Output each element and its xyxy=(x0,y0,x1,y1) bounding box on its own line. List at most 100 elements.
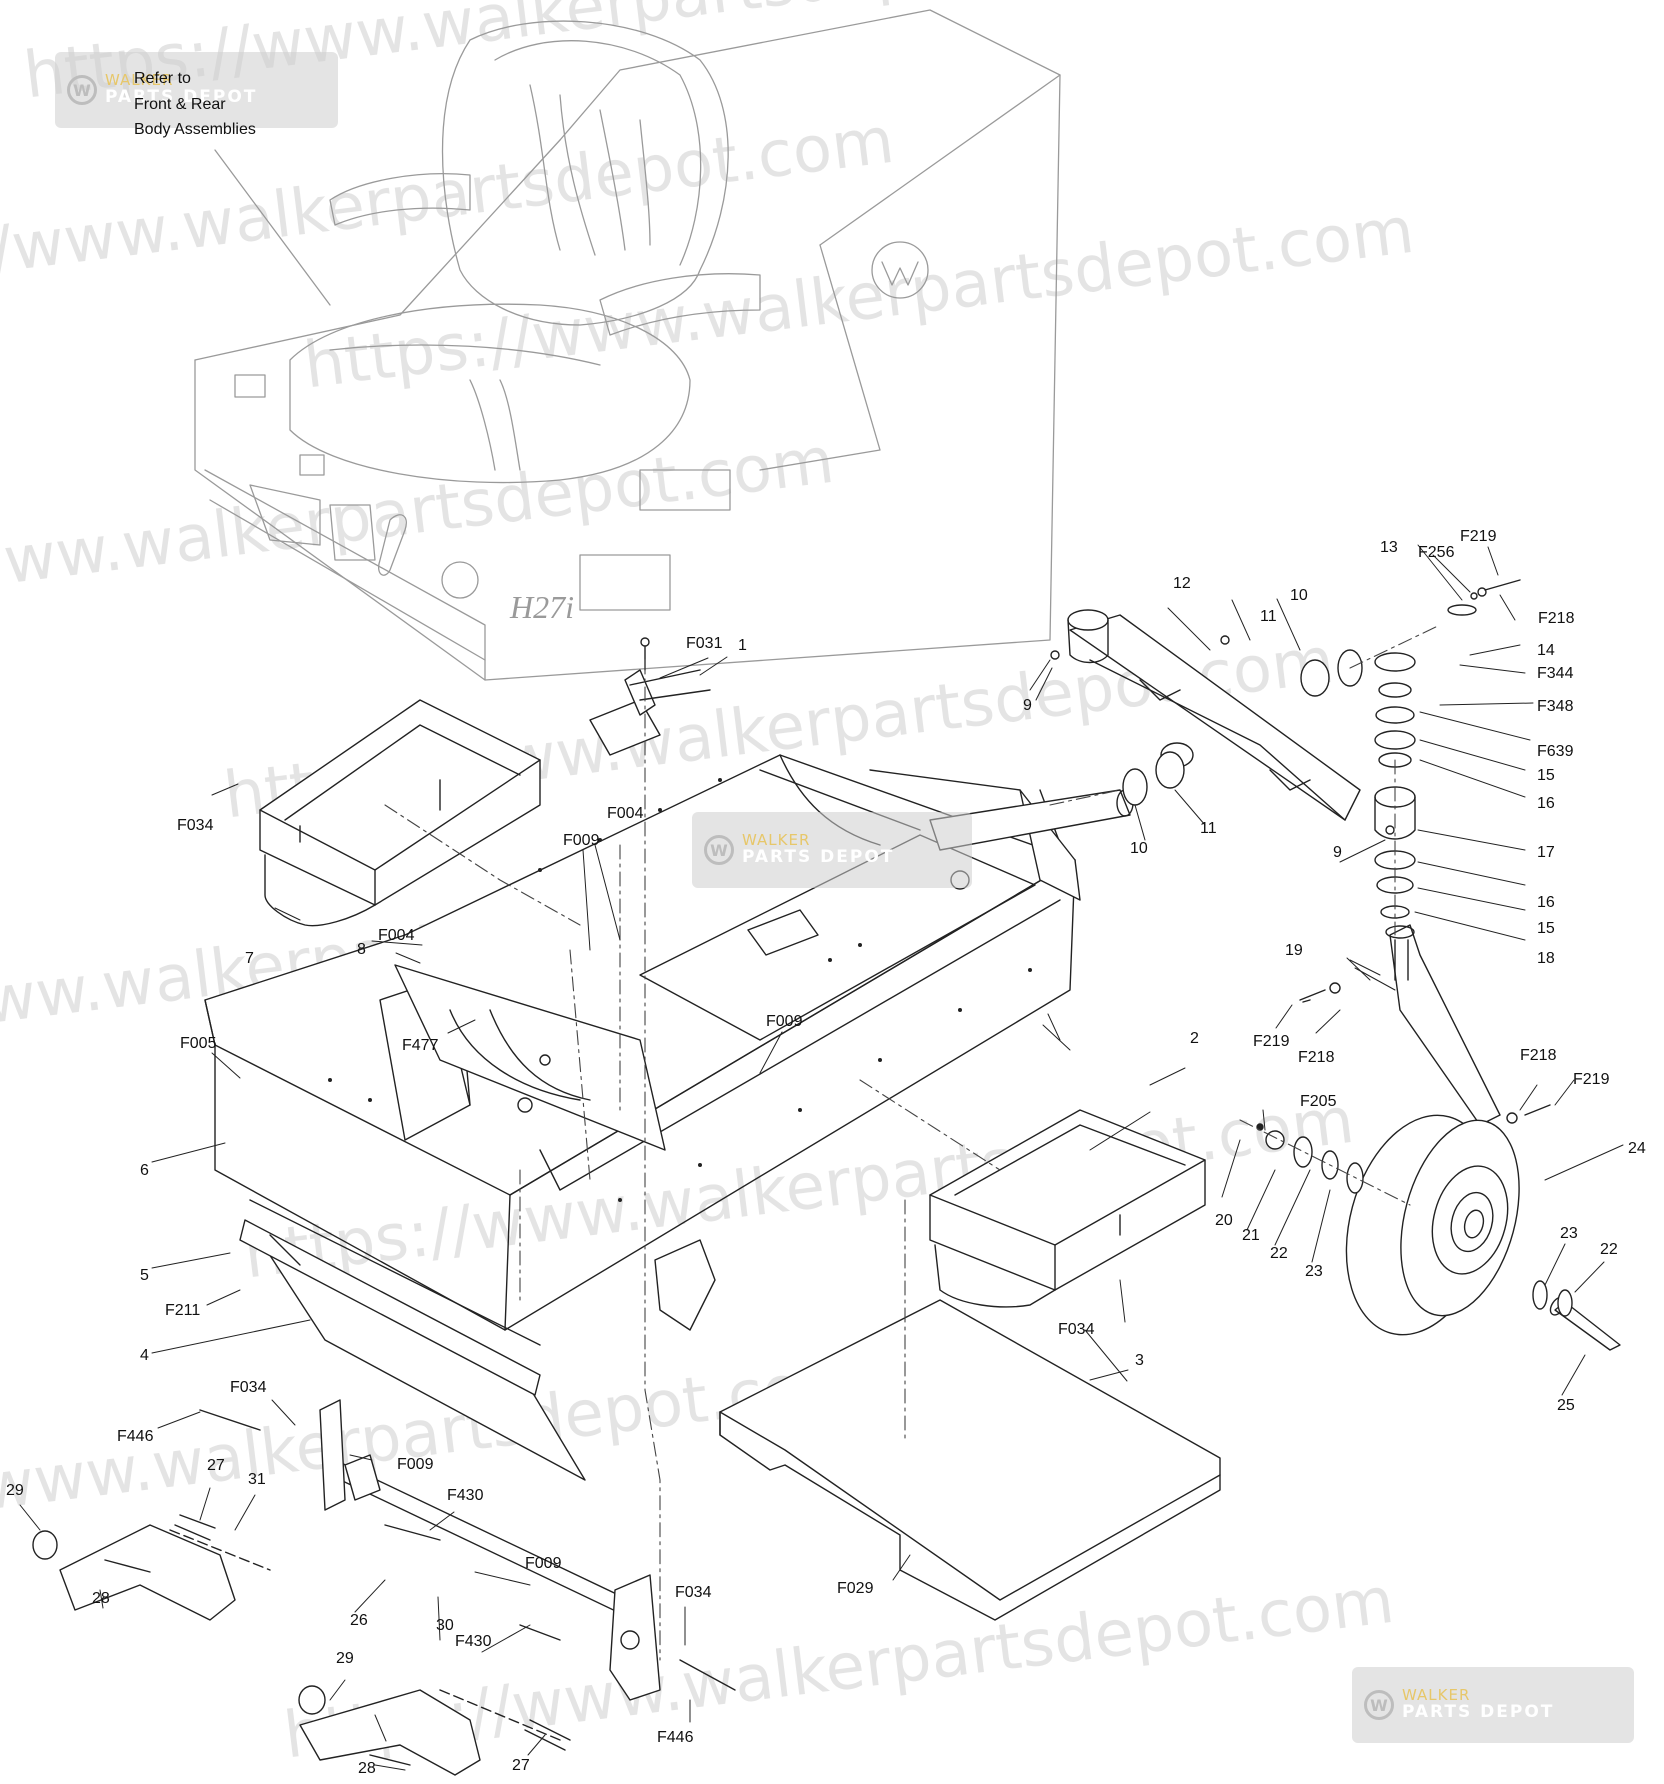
callout-f446b: F446 xyxy=(657,1729,694,1746)
callout-f009b: F009 xyxy=(766,1013,803,1030)
callout-f205: F205 xyxy=(1300,1093,1337,1110)
callout-f009d: F009 xyxy=(525,1555,562,1572)
note-line-1: Refer to xyxy=(134,70,191,87)
callout-28a: 28 xyxy=(92,1590,110,1607)
badge-brand-line2: PARTS DEPOT xyxy=(105,86,258,107)
callout-4: 4 xyxy=(140,1347,149,1364)
callout-16b: 16 xyxy=(1537,894,1555,911)
callout-f218c: F218 xyxy=(1520,1047,1557,1064)
callout-f034b: F034 xyxy=(1058,1321,1095,1338)
callout-3: 3 xyxy=(1135,1352,1144,1369)
callout-f219b: F219 xyxy=(1253,1033,1290,1050)
callout-24: 24 xyxy=(1628,1140,1646,1157)
callout-14: 14 xyxy=(1537,642,1555,659)
reference-note: Refer to Front & Rear Body Assemblies xyxy=(134,66,256,143)
callout-17: 17 xyxy=(1537,844,1555,861)
callout-30: 30 xyxy=(436,1617,454,1634)
callout-f218b: F218 xyxy=(1298,1049,1335,1066)
callout-f034a: F034 xyxy=(177,817,214,834)
callout-22b: 22 xyxy=(1600,1241,1618,1258)
upper-body-assembly-ghost: H27i xyxy=(194,9,1061,681)
badge-brand-line1: WALKER xyxy=(105,71,174,90)
callout-8: 8 xyxy=(357,941,366,958)
callout-9b: 9 xyxy=(1333,844,1342,861)
callout-f639: F639 xyxy=(1537,743,1574,760)
callout-22a: 22 xyxy=(1270,1245,1288,1262)
callout-10b: 10 xyxy=(1130,840,1148,857)
callout-f348: F348 xyxy=(1537,698,1574,715)
callout-21: 21 xyxy=(1242,1227,1260,1244)
callout-11b: 11 xyxy=(1200,820,1217,837)
callout-f034c: F034 xyxy=(230,1379,267,1396)
part-1-bracket xyxy=(589,637,711,756)
callout-f430b: F430 xyxy=(455,1633,492,1650)
callout-25: 25 xyxy=(1557,1397,1575,1414)
callout-16a: 16 xyxy=(1537,795,1555,812)
callout-7: 7 xyxy=(245,950,254,967)
note-line-2: Front & Rear xyxy=(134,95,226,113)
callout-1: 1 xyxy=(738,637,747,654)
callout-23a: 23 xyxy=(1305,1263,1323,1280)
part-3-floor-pan xyxy=(719,1299,1221,1621)
callout-29b: 29 xyxy=(336,1650,354,1667)
callout-6: 6 xyxy=(140,1162,149,1179)
callout-18: 18 xyxy=(1537,950,1555,967)
walker-w-logo-icon: W xyxy=(67,75,97,105)
watermark-badge-bottom-right: W WALKER PARTS DEPOT xyxy=(1352,1667,1634,1743)
part-2-battery-box xyxy=(929,1109,1206,1308)
callout-f031: F031 xyxy=(686,635,723,652)
model-badge: H27i xyxy=(509,589,574,625)
callout-f009a: F009 xyxy=(563,832,600,849)
callout-f430a: F430 xyxy=(447,1487,484,1504)
badge-brand-line1: WALKER xyxy=(1402,1686,1471,1705)
callout-f211: F211 xyxy=(165,1302,200,1319)
watermark-badge-top-left: W WALKER PARTS DEPOT xyxy=(55,52,338,128)
watermark-badge-center: W WALKER PARTS DEPOT xyxy=(692,812,972,888)
callout-f344: F344 xyxy=(1537,665,1574,682)
badge-brand-line2: PARTS DEPOT xyxy=(742,846,895,867)
callout-28b: 28 xyxy=(358,1760,376,1777)
callout-20: 20 xyxy=(1215,1212,1233,1229)
badge-brand-line2: PARTS DEPOT xyxy=(1402,1701,1555,1722)
callout-f034d: F034 xyxy=(675,1584,712,1601)
callout-f004a: F004 xyxy=(607,805,644,822)
callout-15b: 15 xyxy=(1537,920,1555,937)
callout-23b: 23 xyxy=(1560,1225,1578,1242)
callout-31: 31 xyxy=(248,1471,266,1488)
callout-2: 2 xyxy=(1190,1030,1199,1047)
callout-5: 5 xyxy=(140,1267,149,1284)
callout-26: 26 xyxy=(350,1612,368,1629)
deck-hitch-assembly xyxy=(32,1399,736,1776)
callout-labels: 1 2 3 4 5 6 7 8 9 9 10 10 11 11 12 13 14… xyxy=(6,528,1646,1777)
leader-lines xyxy=(19,544,1624,1771)
callout-27a: 27 xyxy=(207,1457,225,1474)
callout-f029: F029 xyxy=(837,1580,874,1597)
callout-13: 13 xyxy=(1380,539,1398,556)
callout-27b: 27 xyxy=(512,1757,530,1774)
callout-12: 12 xyxy=(1173,575,1191,592)
caster-fork xyxy=(1050,579,1551,1126)
callout-f005: F005 xyxy=(180,1035,217,1052)
caster-pivot-arm xyxy=(1067,609,1416,840)
installation-center-lines xyxy=(384,624,1441,1661)
callout-f219c: F219 xyxy=(1573,1071,1610,1088)
walker-w-logo-icon: W xyxy=(704,835,734,865)
walker-w-logo-icon: W xyxy=(1364,1690,1394,1720)
callout-15a: 15 xyxy=(1537,767,1555,784)
callout-11a: 11 xyxy=(1260,608,1277,625)
callout-19: 19 xyxy=(1285,942,1303,959)
callout-29a: 29 xyxy=(6,1482,24,1499)
callout-f004b: F004 xyxy=(378,927,415,944)
callout-10a: 10 xyxy=(1290,587,1308,604)
part-7-battery-box xyxy=(259,699,541,927)
callout-f256: F256 xyxy=(1418,544,1455,561)
callout-f219a: F219 xyxy=(1460,528,1497,545)
callout-f477: F477 xyxy=(402,1037,439,1054)
callout-9a: 9 xyxy=(1023,697,1032,714)
note-line-3: Body Assemblies xyxy=(134,121,256,139)
callout-f218a: F218 xyxy=(1538,610,1575,627)
callout-f446a: F446 xyxy=(117,1428,154,1445)
badge-brand-line1: WALKER xyxy=(742,831,811,850)
callout-f009c: F009 xyxy=(397,1456,434,1473)
